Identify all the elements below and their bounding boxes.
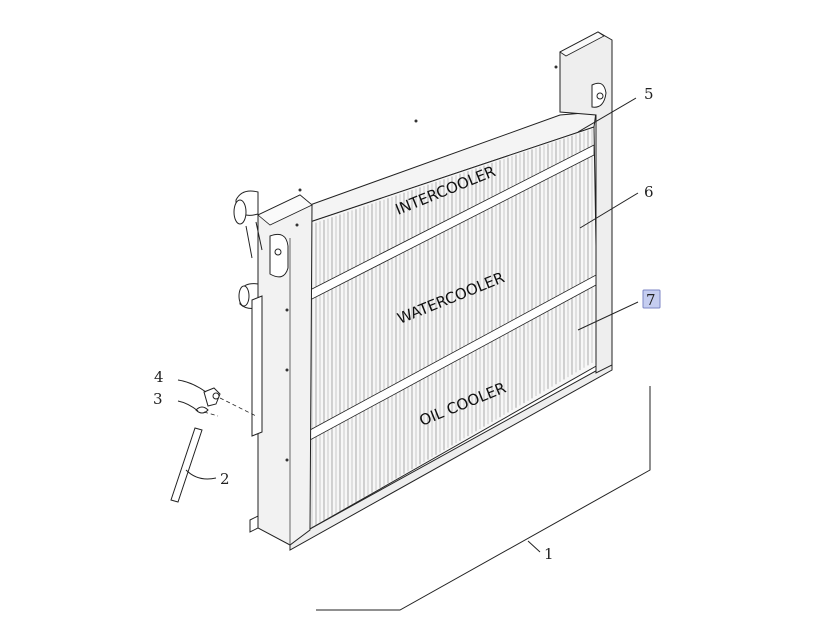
callout-3: 3 [153, 390, 163, 408]
callout-1: 1 [544, 545, 554, 563]
callout-4: 4 [154, 368, 164, 386]
drain-assembly [170, 387, 257, 503]
rivets [285, 65, 558, 462]
left-side-tank [233, 65, 558, 546]
cooling-fins [311, 129, 593, 528]
radiator-core [289, 111, 613, 551]
callout-7: 7 [646, 291, 656, 309]
drain-hose [170, 427, 203, 503]
callout-2: 2 [220, 470, 230, 488]
callout-6: 6 [644, 183, 654, 201]
right-side-tank [559, 31, 613, 374]
bottom-rail [289, 361, 613, 551]
left-mount-bracket [269, 233, 289, 278]
callout-5: 5 [644, 85, 654, 103]
leader-lines [177, 97, 651, 611]
bottom-foot [249, 515, 259, 533]
hose-clamp [195, 406, 209, 414]
callout-7-highlight [642, 289, 661, 309]
